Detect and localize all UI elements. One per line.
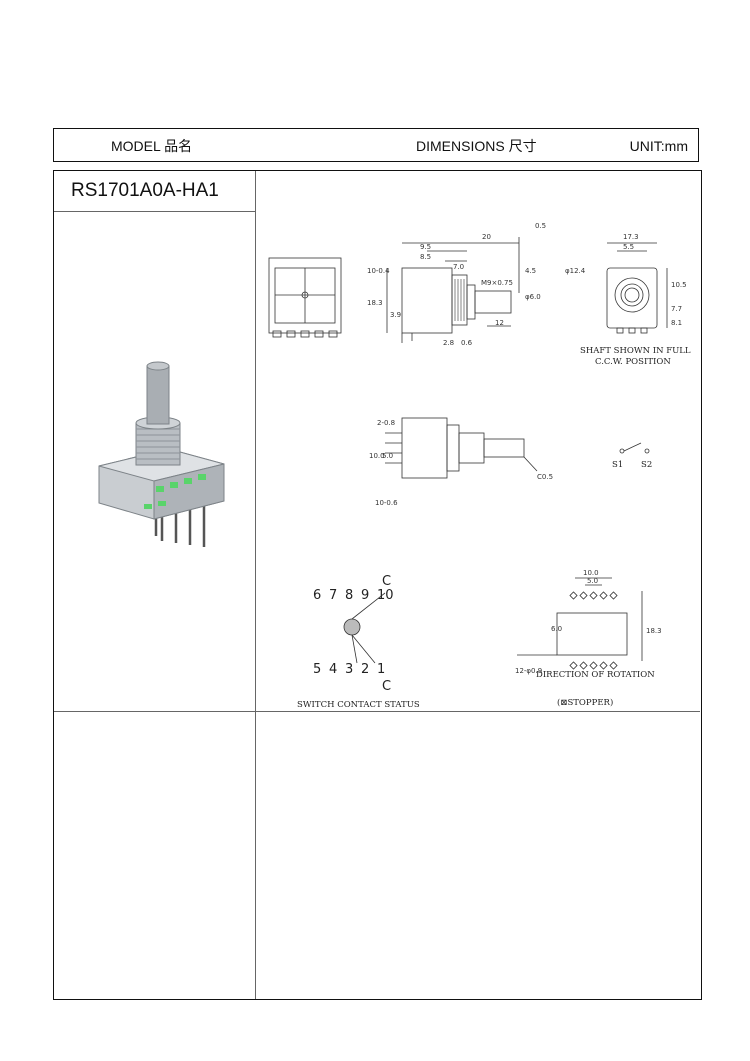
common-bottom-label: C (382, 679, 391, 694)
shaft-note-line2: C.C.W. POSITION (595, 357, 671, 367)
dim-95: 9.5 (420, 243, 431, 251)
switch-contact-status: SWITCH CONTACT STATUS (297, 700, 420, 709)
pin-2: 2 (361, 662, 369, 677)
common-top-label: C (382, 574, 391, 589)
row-divider (54, 711, 700, 712)
pin-1: 1 (377, 662, 385, 677)
s2-label: S2 (641, 460, 652, 470)
pin-4: 4 (329, 662, 337, 677)
product-image (84, 361, 234, 561)
dim-c05: C0.5 (537, 473, 553, 481)
dim-39: 3.9 (390, 311, 401, 319)
dim-28: 2.8 (443, 339, 454, 347)
pin-8: 8 (345, 588, 353, 603)
dim-105: 10.5 (671, 281, 687, 289)
pin-10: 10 (377, 588, 394, 603)
dim-pin-dia: 12-φ0.9 (515, 667, 542, 675)
stopper-label: (⊠STOPPER) (557, 697, 613, 708)
dim-shaft-dia: φ6.0 (525, 293, 541, 301)
pin-3: 3 (345, 662, 353, 677)
model-header-label: MODEL 品名 (111, 138, 193, 154)
dim-05: 0.5 (535, 222, 546, 230)
dim-85: 8.5 (420, 253, 431, 261)
dimensions-header-label: DIMENSIONS 尺寸 (416, 138, 537, 154)
dim-12: 12 (495, 319, 504, 327)
dim-55: 5.5 (623, 243, 634, 251)
pin-9: 9 (361, 588, 369, 603)
dim-124: φ12.4 (565, 267, 586, 275)
dim-06: 0.6 (461, 339, 473, 347)
dimension-drawing: 20 0.5 9.5 8.5 7.0 M9×0.75 4.5 φ6.0 18.3… (257, 213, 700, 710)
header-bar: MODEL 品名 DIMENSIONS 尺寸 UNIT:mm (53, 128, 699, 162)
column-divider (255, 171, 256, 999)
pin-6: 6 (313, 588, 321, 603)
dim-183: 18.3 (367, 299, 383, 307)
pin-7: 7 (329, 588, 337, 603)
dim-20: 20 (482, 233, 491, 241)
spec-table: RS1701A0A-HA1 (53, 170, 702, 1000)
dim-173: 17.3 (623, 233, 639, 241)
dim-70: 7.0 (453, 263, 464, 271)
dim-pin-183: 18.3 (646, 627, 662, 635)
dim-50: 5.0 (382, 452, 393, 460)
model-row-divider (54, 211, 255, 212)
dim-pin-60: 6.0 (551, 625, 562, 633)
model-name: RS1701A0A-HA1 (71, 180, 219, 201)
shaft-note-line1: SHAFT SHOWN IN FULL (580, 346, 691, 356)
unit-label: UNIT:mm (629, 138, 688, 154)
dim-77: 7.7 (671, 305, 682, 313)
dim-08: 2-0.8 (377, 419, 395, 427)
thread-spec: M9×0.75 (481, 279, 513, 287)
dim-pitch-100: 10.0 (583, 569, 599, 577)
dim-81: 8.1 (671, 319, 682, 327)
dim-45: 4.5 (525, 267, 536, 275)
dim-100: 10.0 (369, 452, 385, 460)
dim-1004: 10-0.4 (367, 267, 390, 275)
dim-pitch-50: 5.0 (587, 577, 598, 585)
s1-label: S1 (612, 460, 623, 470)
direction-of-rotation: DIRECTION OF ROTATION (536, 670, 655, 680)
pin-5: 5 (313, 662, 321, 677)
dim-106: 10-0.6 (375, 499, 398, 507)
